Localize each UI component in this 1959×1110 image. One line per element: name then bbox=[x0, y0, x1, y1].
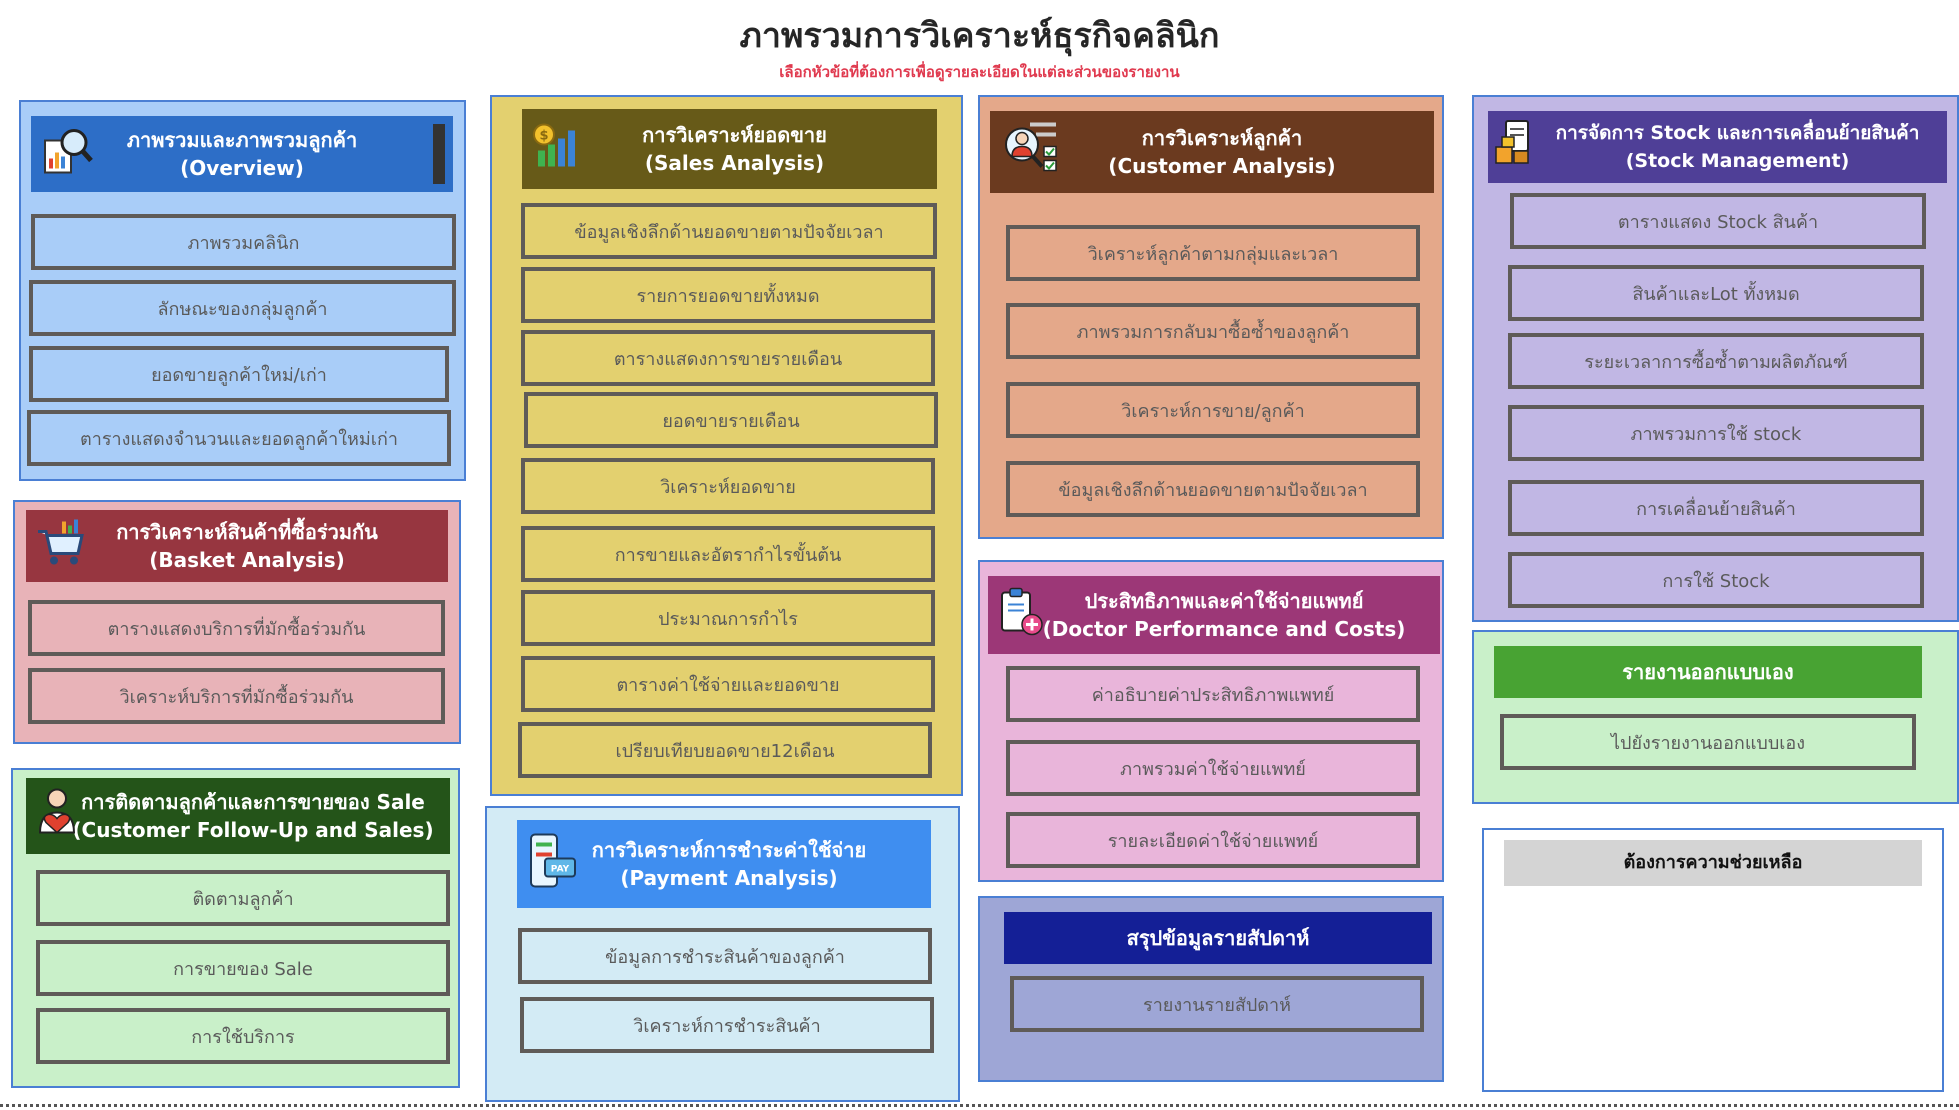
money-bar-chart-icon: $ bbox=[532, 123, 578, 176]
sales-button-7[interactable]: ประมาณการกำไร bbox=[521, 590, 935, 646]
custom-report-header[interactable]: รายงานออกแบบเอง bbox=[1494, 646, 1922, 698]
doctor-button-2[interactable]: ภาพรวมค่าใช้จ่ายแพทย์ bbox=[1006, 740, 1420, 796]
customer-button-1[interactable]: วิเคราะห์ลูกค้าตามกลุ่มและเวลา bbox=[1006, 225, 1420, 281]
payment-title-en: (Payment Analysis) bbox=[620, 866, 838, 890]
followup-button-2[interactable]: การขายของ Sale bbox=[36, 940, 450, 996]
stock-button-1[interactable]: ตารางแสดง Stock สินค้า bbox=[1510, 193, 1926, 249]
overview-title-en: (Overview) bbox=[180, 156, 304, 180]
sales-header[interactable]: $ การวิเคราะห์ยอดขาย (Sales Analysis) bbox=[522, 109, 937, 189]
overview-title-th: ภาพรวมและภาพรวมลูกค้า bbox=[126, 128, 358, 152]
payment-header[interactable]: PAY การวิเคราะห์การชำระค่าใช้จ่าย (Payme… bbox=[517, 820, 931, 908]
customer-button-4[interactable]: ข้อมูลเชิงลึกด้านยอดขายตามปัจจัยเวลา bbox=[1006, 461, 1420, 517]
custom-report-panel: รายงานออกแบบเอง ไปยังรายงานออกแบบเอง bbox=[1472, 630, 1959, 804]
basket-button-2[interactable]: วิเคราะห์บริการที่มักซื้อร่วมกัน bbox=[28, 668, 445, 724]
customer-header[interactable]: การวิเคราะห์ลูกค้า (Customer Analysis) bbox=[990, 111, 1434, 193]
overview-button-4[interactable]: ตารางแสดงจำนวนและยอดลูกค้าใหม่เก่า bbox=[27, 410, 451, 466]
doctor-title-th: ประสิทธิภาพและค่าใช้จ่ายแพทย์ bbox=[1084, 589, 1364, 613]
payment-panel: PAY การวิเคราะห์การชำระค่าใช้จ่าย (Payme… bbox=[485, 806, 960, 1102]
payment-button-2[interactable]: วิเคราะห์การชำระสินค้า bbox=[520, 997, 934, 1053]
followup-header[interactable]: การติดตามลูกค้าและการขายของ Sale (Custom… bbox=[26, 778, 450, 854]
doctor-title-en: (Doctor Performance and Costs) bbox=[1042, 617, 1406, 641]
custom-report-title: รายงานออกแบบเอง bbox=[1622, 660, 1794, 684]
sales-title-en: (Sales Analysis) bbox=[644, 151, 825, 175]
magnifier-chart-icon bbox=[41, 125, 93, 184]
bottom-divider bbox=[0, 1104, 1959, 1107]
phone-pay-icon: PAY bbox=[527, 833, 577, 896]
basket-header[interactable]: การวิเคราะห์สินค้าที่ซื้อร่วมกัน (Basket… bbox=[26, 510, 448, 582]
basket-title-th: การวิเคราะห์สินค้าที่ซื้อร่วมกัน bbox=[116, 520, 378, 544]
overview-header-scrollbar[interactable] bbox=[433, 124, 445, 184]
customer-title-th: การวิเคราะห์ลูกค้า bbox=[1141, 126, 1303, 150]
followup-button-1[interactable]: ติดตามลูกค้า bbox=[36, 870, 450, 926]
page-subtitle: เลือกหัวข้อที่ต้องการเพื่อดูรายละเอียดใน… bbox=[779, 63, 1180, 81]
stock-button-4[interactable]: ภาพรวมการใช้ stock bbox=[1508, 405, 1924, 461]
doctor-panel: ประสิทธิภาพและค่าใช้จ่ายแพทย์ (Doctor Pe… bbox=[978, 560, 1444, 882]
weekly-button-1[interactable]: รายงานรายสัปดาห์ bbox=[1010, 976, 1424, 1032]
medical-clipboard-icon bbox=[998, 587, 1044, 644]
sales-button-8[interactable]: ตารางค่าใช้จ่ายและยอดขาย bbox=[521, 656, 935, 712]
help-header[interactable]: ต้องการความช่วยเหลือ bbox=[1504, 840, 1922, 886]
overview-button-3[interactable]: ยอดขายลูกค้าใหม่/เก่า bbox=[29, 346, 449, 402]
stock-title-th: การจัดการ Stock และการเคลื่อนย้ายสินค้า bbox=[1555, 122, 1920, 144]
help-panel: ต้องการความช่วยเหลือ bbox=[1482, 828, 1944, 1092]
stock-button-5[interactable]: การเคลื่อนย้ายสินค้า bbox=[1508, 480, 1924, 536]
sales-panel: $ การวิเคราะห์ยอดขาย (Sales Analysis) ข้… bbox=[490, 95, 963, 796]
sales-button-6[interactable]: การขายและอัตรากำไรขั้นต้น bbox=[521, 526, 935, 582]
stock-header[interactable]: การจัดการ Stock และการเคลื่อนย้ายสินค้า … bbox=[1488, 111, 1947, 183]
shopping-cart-icon bbox=[36, 518, 86, 575]
followup-panel: การติดตามลูกค้าและการขายของ Sale (Custom… bbox=[11, 768, 460, 1088]
inventory-clipboard-icon bbox=[1494, 119, 1534, 175]
customer-checklist-icon bbox=[1000, 119, 1060, 186]
customer-title-en: (Customer Analysis) bbox=[1108, 154, 1336, 178]
overview-panel: ภาพรวมและภาพรวมลูกค้า (Overview) ภาพรวมค… bbox=[19, 100, 466, 481]
customer-button-2[interactable]: ภาพรวมการกลับมาซื้อซ้ำของลูกค้า bbox=[1006, 303, 1420, 359]
overview-button-2[interactable]: ลักษณะของกลุ่มลูกค้า bbox=[29, 280, 456, 336]
followup-title-th: การติดตามลูกค้าและการขายของ Sale bbox=[81, 790, 425, 814]
overview-button-1[interactable]: ภาพรวมคลินิก bbox=[31, 214, 456, 270]
sales-button-3[interactable]: ตารางแสดงการขายรายเดือน bbox=[521, 330, 935, 386]
sales-button-5[interactable]: วิเคราะห์ยอดขาย bbox=[521, 458, 935, 514]
payment-title-th: การวิเคราะห์การชำระค่าใช้จ่าย bbox=[591, 838, 867, 862]
stock-button-6[interactable]: การใช้ Stock bbox=[1508, 552, 1924, 608]
overview-header[interactable]: ภาพรวมและภาพรวมลูกค้า (Overview) bbox=[31, 116, 453, 192]
help-title: ต้องการความช่วยเหลือ bbox=[1623, 852, 1803, 873]
doctor-button-1[interactable]: ค่าอธิบายค่าประสิทธิภาพแพทย์ bbox=[1006, 666, 1420, 722]
doctor-button-3[interactable]: รายละเอียดค่าใช้จ่ายแพทย์ bbox=[1006, 812, 1420, 868]
weekly-title: สรุปข้อมูลรายสัปดาห์ bbox=[1126, 926, 1310, 950]
doctor-header[interactable]: ประสิทธิภาพและค่าใช้จ่ายแพทย์ (Doctor Pe… bbox=[988, 576, 1440, 654]
basket-button-1[interactable]: ตารางแสดงบริการที่มักซื้อร่วมกัน bbox=[28, 600, 445, 656]
stock-title-en: (Stock Management) bbox=[1625, 150, 1850, 172]
basket-title-en: (Basket Analysis) bbox=[149, 548, 345, 572]
payment-button-1[interactable]: ข้อมูลการชำระสินค้าของลูกค้า bbox=[518, 928, 932, 984]
person-heart-icon bbox=[36, 787, 78, 846]
sales-button-2[interactable]: รายการยอดขายทั้งหมด bbox=[521, 267, 935, 323]
followup-title-en: (Customer Follow-Up and Sales) bbox=[72, 818, 434, 842]
weekly-header[interactable]: สรุปข้อมูลรายสัปดาห์ bbox=[1004, 912, 1432, 964]
svg-text:PAY: PAY bbox=[551, 865, 570, 875]
weekly-panel: สรุปข้อมูลรายสัปดาห์ รายงานรายสัปดาห์ bbox=[978, 896, 1444, 1082]
stock-button-3[interactable]: ระยะเวลาการซื้อซ้ำตามผลิตภัณฑ์ bbox=[1508, 333, 1924, 389]
basket-panel: การวิเคราะห์สินค้าที่ซื้อร่วมกัน (Basket… bbox=[13, 500, 461, 744]
sales-button-9[interactable]: เปรียบเทียบยอดขาย12เดือน bbox=[518, 722, 932, 778]
svg-text:$: $ bbox=[539, 129, 548, 144]
stock-panel: การจัดการ Stock และการเคลื่อนย้ายสินค้า … bbox=[1472, 95, 1959, 622]
custom-report-button[interactable]: ไปยังรายงานออกแบบเอง bbox=[1500, 714, 1916, 770]
sales-title-th: การวิเคราะห์ยอดขาย bbox=[642, 123, 827, 147]
sales-button-4[interactable]: ยอดขายรายเดือน bbox=[524, 392, 938, 448]
sales-button-1[interactable]: ข้อมูลเชิงลึกด้านยอดขายตามปัจจัยเวลา bbox=[521, 203, 937, 259]
stock-button-2[interactable]: สินค้าและLot ทั้งหมด bbox=[1508, 265, 1924, 321]
customer-button-3[interactable]: วิเคราะห์การขาย/ลูกค้า bbox=[1006, 382, 1420, 438]
customer-panel: การวิเคราะห์ลูกค้า (Customer Analysis) ว… bbox=[978, 95, 1444, 539]
followup-button-3[interactable]: การใช้บริการ bbox=[36, 1008, 450, 1064]
page-title: ภาพรวมการวิเคราะห์ธุรกิจคลินิก bbox=[739, 16, 1220, 56]
